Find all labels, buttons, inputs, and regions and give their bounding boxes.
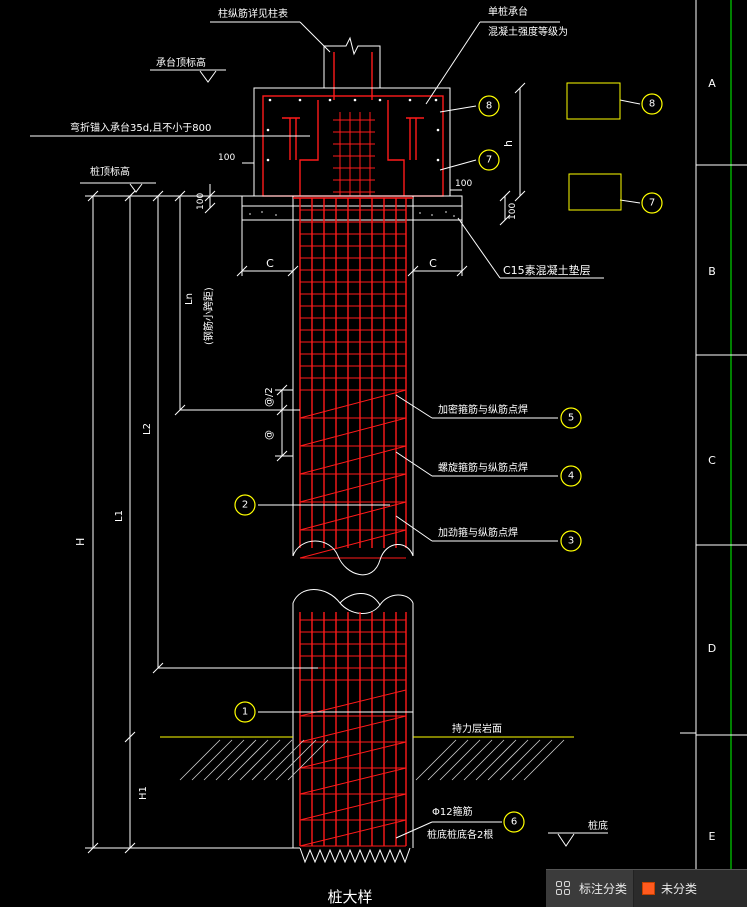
label-bearing-layer: 持力层岩面 <box>452 722 502 735</box>
pile-lower <box>292 589 414 864</box>
dim-c-right: C <box>429 257 437 270</box>
svg-text:3: 3 <box>568 536 574 547</box>
svg-text:8: 8 <box>649 99 655 110</box>
label-c15-bed: C15素混凝土垫层 <box>503 263 591 277</box>
pile-upper <box>292 196 414 576</box>
label-stiff-weld: 加劲箍与纵筋点焊 <box>438 526 518 539</box>
dim-100-v1: 100 <box>196 193 206 210</box>
annotation-toolbar: 标注分类 未分类 <box>546 869 747 907</box>
label-cap-top-elev: 承台顶标高 <box>156 56 206 69</box>
callout-2: 2 <box>234 494 256 516</box>
label-pile-bottom: 桩底 <box>588 819 608 832</box>
dim-100-left: 100 <box>218 153 235 163</box>
category-label: 未分类 <box>661 882 698 896</box>
callout-7: 7 <box>478 149 500 171</box>
grid-axis-d: D <box>708 642 716 655</box>
classify-label: 标注分类 <box>579 882 628 896</box>
callout-8b: 8 <box>641 93 663 115</box>
callout-8: 8 <box>478 95 500 117</box>
column-stub <box>323 36 381 100</box>
label-bent-anchor: 弯折锚入承台35d,且不小于800 <box>70 121 211 134</box>
svg-text:8: 8 <box>486 101 492 112</box>
pile-cap <box>253 87 451 197</box>
dimension-lines <box>80 69 608 854</box>
drawing-title: 桩大样 <box>327 888 372 906</box>
dim-h: H <box>74 538 87 546</box>
dim-ln: Ln <box>184 293 195 305</box>
label-phi12: Φ12箍筋 <box>432 805 473 818</box>
dim-100-v2: 100 <box>508 203 518 220</box>
classify-button[interactable]: 标注分类 <box>546 870 635 907</box>
dim-ln-note: (钢筋小跨距) <box>202 287 215 345</box>
dim-l1: L1 <box>114 510 125 522</box>
svg-text:2: 2 <box>242 500 248 511</box>
label-col-rebar: 柱纵筋详见柱表 <box>218 7 288 20</box>
dim-h1: H1 <box>138 786 149 800</box>
callout-6: 6 <box>503 811 525 833</box>
label-pile-bottom-2: 桩底桩底各2根 <box>427 828 493 841</box>
grid-axis-e: E <box>709 830 716 843</box>
callout-4: 4 <box>560 465 582 487</box>
svg-text:7: 7 <box>649 198 655 209</box>
label-pile-top-elev: 桩顶标高 <box>90 165 130 178</box>
legend-box-8 <box>566 82 621 120</box>
dim-at: @ <box>264 430 275 440</box>
title-frame <box>680 0 747 906</box>
callout-1: 1 <box>234 701 256 723</box>
callout-3: 3 <box>560 530 582 552</box>
dim-100-right: 100 <box>455 179 472 189</box>
dim-l2: L2 <box>142 423 153 435</box>
legend-box-7 <box>568 173 622 211</box>
dim-at-half: @/2 <box>264 387 275 407</box>
dim-h-cap: h <box>502 140 515 147</box>
label-stiff-ring-weld: 加密箍筋与纵筋点焊 <box>438 403 528 416</box>
svg-text:4: 4 <box>568 471 574 482</box>
label-single-pile-cap: 单桩承台 <box>488 5 528 18</box>
bearing-layer <box>160 736 574 781</box>
callout-5: 5 <box>560 407 582 429</box>
grid-axis-a: A <box>708 77 716 90</box>
grid-axis-b: B <box>708 265 716 278</box>
grid-axis-c: C <box>708 454 716 467</box>
svg-text:7: 7 <box>486 155 492 166</box>
dim-c-left: C <box>266 257 274 270</box>
leader-lines <box>30 21 641 839</box>
label-cap-concrete: 混凝土强度等级为 <box>488 25 568 38</box>
svg-text:5: 5 <box>568 413 574 424</box>
svg-text:1: 1 <box>242 707 248 718</box>
label-spiral-weld: 螺旋箍筋与纵筋点焊 <box>438 461 528 474</box>
svg-text:6: 6 <box>511 817 517 828</box>
grid-icon <box>556 880 572 897</box>
category-select[interactable]: 未分类 <box>634 870 747 907</box>
c15-bed <box>241 195 463 221</box>
callout-7b: 7 <box>641 192 663 214</box>
category-swatch <box>642 882 656 895</box>
